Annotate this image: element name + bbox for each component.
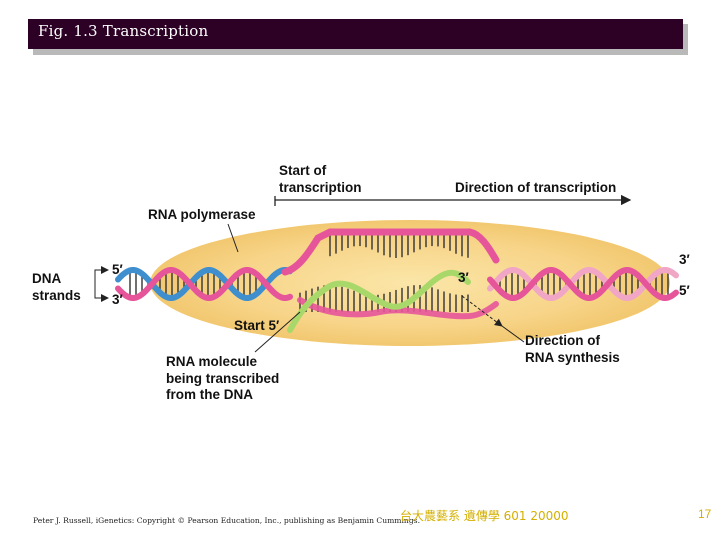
start-5-label: Start 5′ [234,318,279,333]
dna-strands-bracket [94,269,105,299]
page-number: 17 [698,507,712,521]
title-bar [28,19,683,49]
rna-molecule-label-3: from the DNA [166,387,253,402]
five-prime-right-label: 5′ [679,283,690,298]
dna-strand-pink-right [487,267,679,301]
nontemplate-strand-bubble [281,228,500,276]
rna-polymerase-body [150,220,670,346]
copyright-credit: Peter J. Russell, iGenetics: Copyright ©… [33,516,420,525]
dna-strand-blue-left [115,267,293,301]
dna-helix [115,267,679,301]
start-of-transcription-label-2: transcription [279,180,362,195]
direction-pointer [501,325,525,343]
slide-title: Fig. 1.3 Transcription [38,22,209,40]
rna-molecule-label-2: being transcribed [166,371,279,386]
direction-of-transcription-label: Direction of transcription [455,180,616,195]
template-strand-lower [297,297,499,320]
direction-of-rna-synthesis-label-2: RNA synthesis [525,350,620,365]
direction-of-rna-synthesis-arrow [461,295,503,327]
rna-molecule-pointer [254,311,301,353]
rna-polymerase-pointer [227,223,239,253]
rna-molecule-label-1: RNA molecule [166,354,258,369]
direction-of-rna-synthesis-label-1: Direction of [525,333,601,348]
three-prime-left-label: 3′ [112,292,123,307]
dna-strands-label-2: strands [32,288,81,303]
start-of-transcription-label-1: Start of [279,163,327,178]
rna-polymerase-label: RNA polymerase [148,207,256,222]
three-prime-right-label: 3′ [679,252,690,267]
dna-strand-pink-left [115,267,293,301]
five-prime-left-label: 5′ [112,262,123,277]
dna-strands-label-1: DNA [32,271,61,286]
institution-footer: 台大農藝系 遺傳學 601 20000 [400,509,569,523]
rna-molecule-strand [287,269,471,333]
three-prime-center-label: 3′ [458,270,469,285]
